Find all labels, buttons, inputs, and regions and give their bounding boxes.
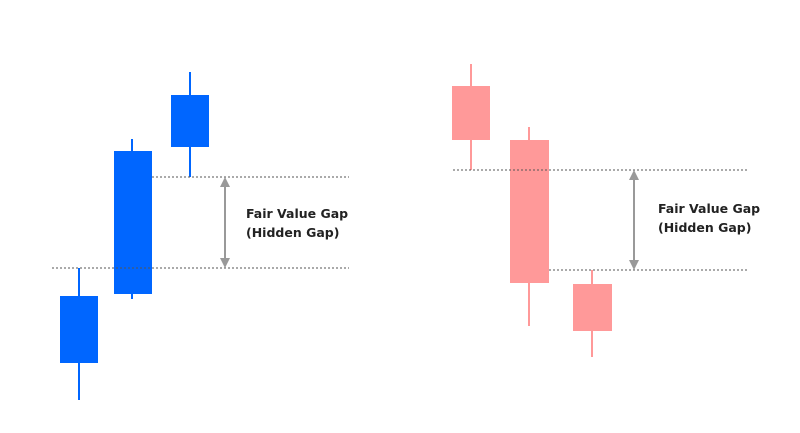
bullish-candle-2-body xyxy=(114,151,152,294)
bearish-gap-label-line2: (Hidden Gap) xyxy=(658,220,751,235)
bullish-candle-1-body xyxy=(60,296,98,363)
bullish-gap-label-line1: Fair Value Gap xyxy=(246,206,348,221)
bearish-gap-label-line1: Fair Value Gap xyxy=(658,201,760,216)
bullish-fvg-example: Fair Value Gap (Hidden Gap) xyxy=(52,72,349,400)
bullish-candle-3 xyxy=(171,72,209,177)
bearish-candle-2-body xyxy=(510,140,549,283)
bearish-candle-3-body xyxy=(573,284,612,331)
bearish-candle-1-body xyxy=(452,86,490,140)
bearish-candle-3 xyxy=(573,270,612,357)
bullish-candle-1 xyxy=(60,268,98,400)
bullish-candle-3-body xyxy=(171,95,209,147)
bearish-candle-1 xyxy=(452,64,490,170)
bearish-candle-2 xyxy=(510,127,549,326)
bullish-candle-2 xyxy=(114,139,152,299)
bearish-fvg-example: Fair Value Gap (Hidden Gap) xyxy=(452,64,760,357)
bullish-gap-label-line2: (Hidden Gap) xyxy=(246,225,339,240)
